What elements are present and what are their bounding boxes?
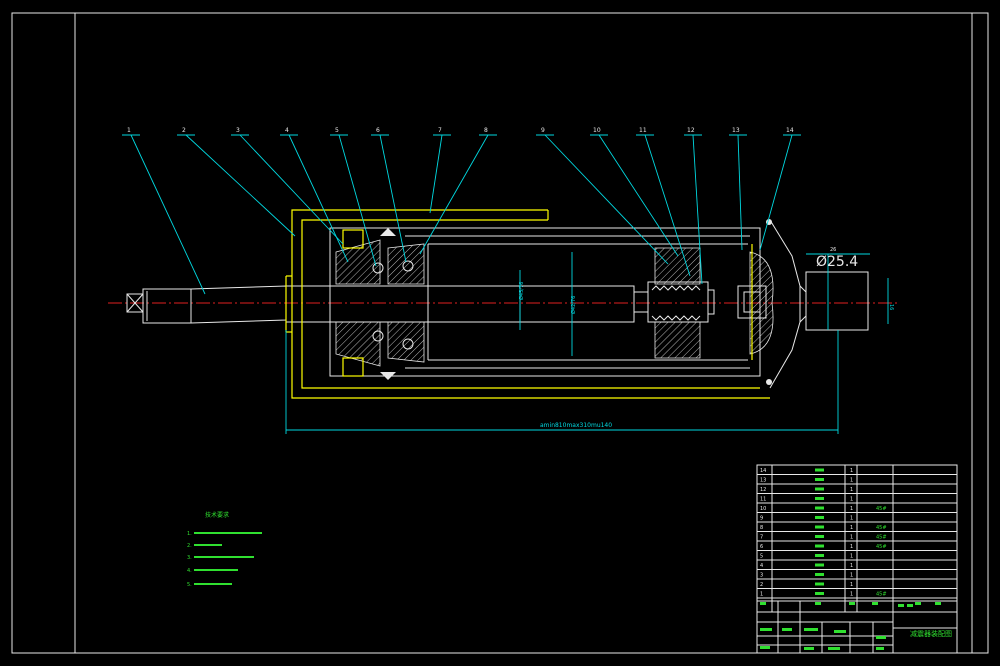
dim-b: Ø42/76	[570, 296, 577, 314]
bottom-valve	[737, 244, 774, 360]
bom-row-material: 45#	[876, 535, 887, 541]
dim-c: 16	[888, 304, 894, 310]
bom-row-name-mark	[815, 525, 824, 529]
bom-row-qty: 1	[850, 582, 853, 588]
bom-row-material: 45#	[876, 506, 887, 512]
bom-row-name-mark	[815, 487, 824, 491]
bom-row-material: 45#	[876, 544, 887, 550]
note-3: 3.	[187, 555, 192, 561]
dim-length: amin810max310mu140	[540, 422, 612, 429]
note-2: 2.	[187, 543, 192, 549]
balloon-6: 6	[376, 127, 380, 134]
dim-diameter: Ø25.4	[816, 254, 858, 270]
bom-header-mark	[915, 602, 921, 605]
bom-row-no: 1	[760, 592, 763, 598]
balloon-8: 8	[484, 127, 488, 134]
technical-notes: 技术要求 1. 2. 3. 4. 5.	[187, 511, 262, 588]
bom-row-material: 45#	[876, 525, 887, 531]
bom-row-no: 2	[760, 582, 763, 588]
note-5: 5.	[187, 582, 192, 588]
bom-row-name-mark	[815, 516, 824, 519]
bom-row-qty: 1	[850, 592, 853, 598]
bom-row-qty: 1	[850, 516, 853, 522]
bom-row-qty: 1	[850, 573, 853, 579]
piston-rod	[126, 285, 635, 324]
bom-row-no: 7	[760, 535, 763, 541]
bom-row-no: 5	[760, 554, 763, 560]
balloon-1: 1	[127, 127, 131, 134]
bom-row-material: 45#	[876, 592, 887, 598]
balloon-12: 12	[687, 127, 695, 134]
bom-header-mark	[849, 602, 855, 605]
balloon-13: 13	[732, 127, 740, 134]
bom-row-no: 4	[760, 563, 763, 569]
bom-row-name-mark	[815, 506, 824, 510]
bom-row-qty: 1	[850, 544, 853, 550]
piston-assembly	[633, 247, 715, 359]
balloon-3: 3	[236, 127, 240, 134]
rod-guide-seal	[335, 228, 425, 380]
balloon-labels: 1 2 3 4 5 6 7 8 9 10 11 12 13 14	[127, 127, 794, 134]
bom-row-no: 11	[760, 497, 766, 503]
title-block-name: 减震器装配图	[910, 629, 952, 638]
note-4: 4.	[187, 568, 192, 574]
balloon-4: 4	[285, 127, 289, 134]
dimension-lines	[285, 252, 889, 434]
bom-row-qty: 1	[850, 506, 853, 512]
bom-header-mark	[872, 602, 878, 605]
bom-header-mark	[935, 602, 941, 605]
bom-row-no: 12	[760, 487, 766, 493]
note-1: 1.	[187, 531, 192, 537]
title-block: 减震器装配图	[756, 600, 958, 654]
bom-row-no: 6	[760, 544, 763, 550]
bom-row-name-mark	[815, 478, 824, 481]
bom-row-no: 14	[760, 468, 766, 474]
bom-row-name-mark	[815, 544, 824, 548]
bom-row-no: 10	[760, 506, 766, 512]
bom-row-qty: 1	[850, 478, 853, 484]
bom-row-qty: 1	[850, 554, 853, 560]
balloon-9: 9	[541, 127, 545, 134]
balloon-11: 11	[639, 127, 647, 134]
bom-row-name-mark	[815, 535, 824, 538]
balloon-14: 14	[786, 127, 794, 134]
outer-border	[11, 12, 989, 654]
dim-a: Ø45/76	[518, 282, 525, 300]
balloon-5: 5	[335, 127, 339, 134]
bom-row-qty: 1	[850, 563, 853, 569]
balloon-10: 10	[593, 127, 601, 134]
bom-row-name-mark	[815, 554, 824, 557]
bom-header-mark	[760, 602, 766, 605]
inner-border	[74, 12, 973, 654]
end-eye	[766, 219, 869, 389]
bom-header-mark	[815, 602, 821, 605]
working-cylinder	[329, 227, 761, 377]
bom-row-qty: 1	[850, 525, 853, 531]
bom-row-name-mark	[815, 573, 824, 576]
bom-row-qty: 1	[850, 535, 853, 541]
notes-title: 技术要求	[205, 511, 229, 519]
bom-row-no: 8	[760, 525, 763, 531]
leader-lines	[122, 134, 801, 295]
bom-row-qty: 1	[850, 487, 853, 493]
balloon-2: 2	[182, 127, 186, 134]
bom-row-qty: 1	[850, 497, 853, 503]
bom-row-no: 13	[760, 478, 766, 484]
bom-row-no: 9	[760, 516, 763, 522]
dust-shield	[285, 209, 770, 399]
dim-d: 26	[830, 247, 836, 253]
bom-row-name-mark	[815, 563, 824, 567]
bom-row-name-mark	[815, 592, 824, 595]
bom-row-name-mark	[815, 582, 824, 586]
bom-row-qty: 1	[850, 468, 853, 474]
bom-row-no: 3	[760, 573, 763, 579]
bom-row-name-mark	[815, 468, 824, 472]
bom-row-name-mark	[815, 497, 824, 500]
balloon-7: 7	[438, 127, 442, 134]
